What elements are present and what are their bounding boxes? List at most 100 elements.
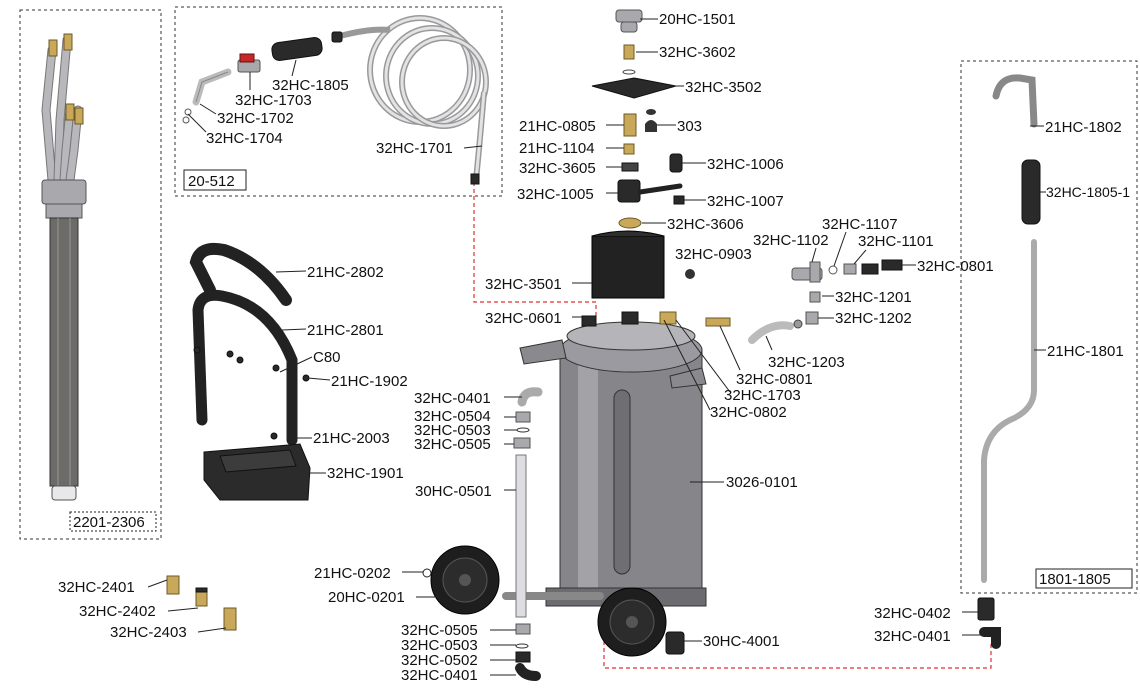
label-32hc-0801-top: 32HC-0801 bbox=[917, 258, 994, 275]
knob-1006-icon bbox=[669, 153, 683, 173]
handle-frame-icon bbox=[192, 289, 310, 446]
plug-1007-icon bbox=[673, 195, 685, 205]
fitting-2403-icon bbox=[223, 607, 237, 631]
cap-1501-icon bbox=[615, 9, 643, 33]
label-32hc-1704: 32HC-1704 bbox=[206, 130, 283, 147]
label-32hc-0504: 32HC-0504 bbox=[414, 408, 491, 425]
foot-4001-icon bbox=[665, 631, 685, 655]
drain-connection-line bbox=[603, 585, 992, 669]
fitting-stack-top-icon bbox=[513, 387, 543, 449]
hose-coil-icon bbox=[331, 15, 489, 185]
label-21hc-2802: 21HC-2802 bbox=[307, 264, 384, 281]
washer-icon bbox=[622, 69, 636, 75]
label-32hc-0503-bottom: 32HC-0503 bbox=[401, 637, 478, 654]
connector-0801-top-icon bbox=[881, 259, 903, 271]
hose-1203-icon bbox=[748, 321, 794, 344]
label-32hc-0401-right: 32HC-0401 bbox=[874, 628, 951, 645]
label-32hc-1007: 32HC-1007 bbox=[707, 193, 784, 210]
spout-icon bbox=[182, 68, 232, 124]
label-3026-0101: 3026-0101 bbox=[726, 474, 798, 491]
fitting-1102-icon bbox=[791, 261, 823, 283]
tee-0805-icon bbox=[623, 109, 657, 137]
label-303: 303 bbox=[677, 118, 702, 135]
nipple-1104-icon bbox=[623, 143, 635, 155]
label-32hc-0801-mid: 32HC-0801 bbox=[736, 371, 813, 388]
handle-grip-icon bbox=[271, 37, 323, 61]
hose-connection-line bbox=[473, 182, 597, 318]
label-32hc-0502: 32HC-0502 bbox=[401, 652, 478, 669]
tube-1801-icon bbox=[981, 239, 1037, 583]
label-32hc-1703-mid: 32HC-1703 bbox=[724, 387, 801, 404]
label-32hc-2401: 32HC-2401 bbox=[58, 579, 135, 596]
oring-0903-icon bbox=[685, 269, 695, 279]
cover-3501-icon bbox=[591, 230, 665, 299]
label-32hc-0401-bottom: 32HC-0401 bbox=[401, 667, 478, 684]
label-32hc-1107: 32HC-1107 bbox=[822, 216, 898, 233]
label-32hc-3606: 32HC-3606 bbox=[667, 216, 744, 233]
part-labels: 20HC-1501 32HC-3602 32HC-3502 21HC-0805 … bbox=[58, 11, 1130, 684]
elbow-1202-icon bbox=[805, 311, 819, 325]
label-32hc-0802: 32HC-0802 bbox=[710, 404, 787, 421]
connector-1101-icon bbox=[861, 263, 879, 275]
clip-0202-icon bbox=[422, 568, 432, 578]
bushing-3602-icon bbox=[623, 44, 635, 60]
label-c80: C80 bbox=[313, 349, 341, 366]
label-32hc-3605: 32HC-3605 bbox=[519, 160, 596, 177]
label-32hc-0601: 32HC-0601 bbox=[485, 310, 562, 327]
tray-icon bbox=[203, 443, 311, 501]
wheel-right-icon bbox=[597, 587, 667, 657]
label-20hc-1501: 20HC-1501 bbox=[659, 11, 736, 28]
label-32hc-0402: 32HC-0402 bbox=[874, 605, 951, 622]
valve-1005-icon bbox=[617, 179, 683, 203]
label-32hc-1702: 32HC-1702 bbox=[217, 110, 294, 127]
label-32hc-1101: 32HC-1101 bbox=[858, 233, 934, 250]
fitting-2402-icon bbox=[195, 587, 208, 607]
label-21hc-2801: 21HC-2801 bbox=[307, 322, 384, 339]
box-label-1801-1805: 1801-1805 bbox=[1039, 571, 1111, 588]
label-32hc-1805: 32HC-1805 bbox=[272, 77, 349, 94]
label-32hc-2403: 32HC-2403 bbox=[110, 624, 187, 641]
label-21hc-0805: 21HC-0805 bbox=[519, 118, 596, 135]
label-21hc-1902: 21HC-1902 bbox=[331, 373, 408, 390]
label-32hc-0503-top: 32HC-0503 bbox=[414, 422, 491, 439]
label-32hc-1901: 32HC-1901 bbox=[327, 465, 404, 482]
box-label-2201-2306: 2201-2306 bbox=[73, 514, 145, 531]
label-32hc-0505-bottom: 32HC-0505 bbox=[401, 622, 478, 639]
label-30hc-0501: 30HC-0501 bbox=[415, 483, 492, 500]
label-32hc-1203: 32HC-1203 bbox=[768, 354, 845, 371]
label-20hc-0201: 20HC-0201 bbox=[328, 589, 405, 606]
box-label-20-512: 20-512 bbox=[188, 173, 235, 190]
label-32hc-1703-hose: 32HC-1703 bbox=[235, 92, 312, 109]
group-box-1801-1805 bbox=[960, 60, 1138, 594]
spout-1802-icon bbox=[992, 74, 1038, 128]
label-32hc-3602: 32HC-3602 bbox=[659, 44, 736, 61]
label-32hc-1701: 32HC-1701 bbox=[376, 140, 453, 157]
label-32hc-1805-1: 32HC-1805-1 bbox=[1046, 184, 1130, 200]
label-32hc-1202: 32HC-1202 bbox=[835, 310, 912, 327]
label-32hc-0903: 32HC-0903 bbox=[675, 246, 752, 263]
label-21hc-1104: 21HC-1104 bbox=[519, 140, 595, 157]
tank-3026-icon bbox=[502, 311, 731, 607]
leader-lines bbox=[147, 18, 1046, 676]
elbow-0401-icon bbox=[979, 627, 1001, 649]
fitting-2401-icon bbox=[166, 575, 180, 595]
group-box-20-512 bbox=[174, 6, 503, 197]
valve-0402-icon bbox=[977, 597, 995, 621]
handle-bar-icon bbox=[189, 242, 292, 306]
label-32hc-1201: 32HC-1201 bbox=[835, 289, 912, 306]
ball-valve-icon bbox=[237, 53, 261, 73]
label-30hc-4001: 30HC-4001 bbox=[703, 633, 780, 650]
label-32hc-3501: 32HC-3501 bbox=[485, 276, 562, 293]
label-32hc-0401-top: 32HC-0401 bbox=[414, 390, 491, 407]
wheel-0201-icon bbox=[430, 545, 500, 615]
label-32hc-0505-top: 32HC-0505 bbox=[414, 436, 491, 453]
label-32hc-1006: 32HC-1006 bbox=[707, 156, 784, 173]
fitting-1201-icon bbox=[809, 291, 821, 303]
label-21hc-1801: 21HC-1801 bbox=[1047, 343, 1124, 360]
grip-1805-1-icon bbox=[1021, 159, 1041, 225]
label-32hc-1005: 32HC-1005 bbox=[517, 186, 594, 203]
suction-tube-0501-icon bbox=[515, 454, 527, 618]
nut-3606-icon bbox=[618, 217, 642, 229]
label-32hc-3502: 32HC-3502 bbox=[685, 79, 762, 96]
